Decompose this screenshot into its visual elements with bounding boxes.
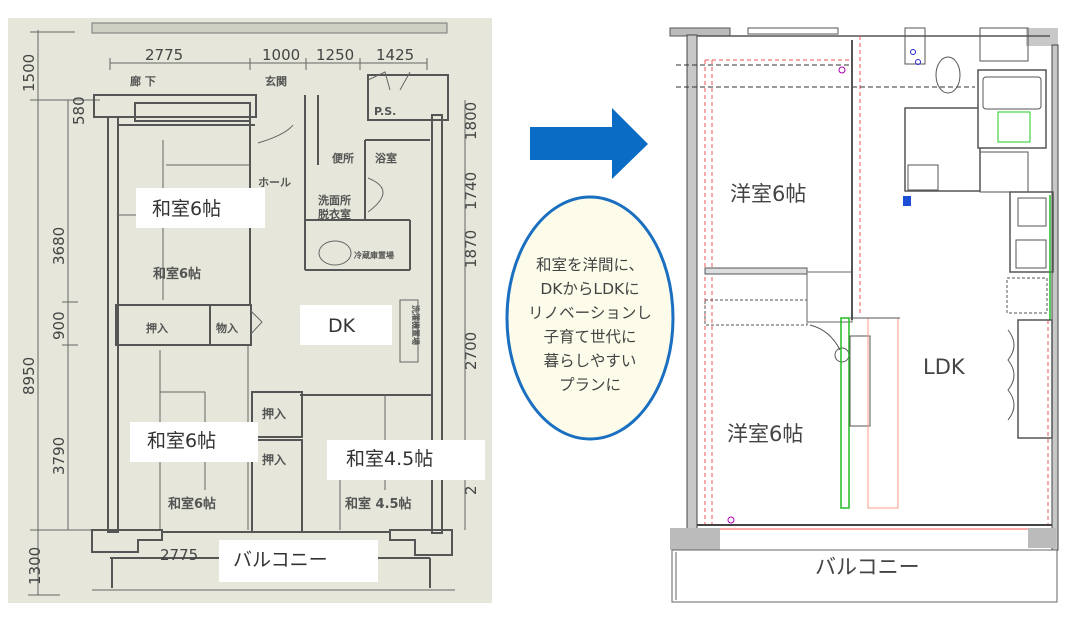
overlay-label-dk: DK — [328, 315, 356, 337]
dim-top-1: 2775 — [145, 46, 183, 64]
label-toilet: 便所 — [332, 151, 354, 165]
dim-left-5: 8950 — [20, 357, 38, 395]
label-room-c-original: 和室 4.5帖 — [345, 496, 412, 512]
dim-left-3: 3680 — [50, 227, 68, 265]
label-washer: 洗濯機置場 — [411, 305, 421, 345]
after-floor-plan: 洋室6帖 洋室6帖 LDK バルコニー — [669, 27, 1059, 603]
dim-left-7: 1300 — [26, 547, 44, 585]
callout-line-4: 子育て世代に — [543, 328, 636, 346]
dim-left-1: 1500 — [20, 54, 38, 92]
washer-icon — [318, 240, 352, 266]
dim-right-4: 2700 — [462, 332, 480, 370]
label-washroom-2: 脱衣室 — [318, 207, 351, 221]
dim-left-2: 580 — [70, 96, 88, 125]
outer-wall-left — [686, 34, 698, 551]
corridor-band — [91, 22, 448, 34]
overlay-label-room-c: 和室4.5帖 — [346, 448, 433, 470]
overlay-label-balcony: バルコニー — [233, 549, 328, 571]
callout-line-6: プランに — [559, 376, 621, 394]
toilet-icon — [935, 56, 961, 94]
callout-bubble: 和室を洋間に、 DKからLDKに リノベーションし 子育て世代に 暮らしやすい … — [505, 195, 675, 441]
overlay-label-room-a: 和室6帖 — [152, 198, 221, 220]
callout-line-3: リノベーションし — [528, 304, 652, 322]
before-floor-plan: 2775 1000 1250 1425 廊 下 玄関 1500 580 3680… — [8, 18, 492, 603]
outer-wall-right — [431, 114, 443, 534]
outer-wall-left — [107, 116, 119, 533]
overlay-label-room-b: 和室6帖 — [147, 430, 216, 452]
dim-right-2: 1740 — [462, 172, 480, 210]
callout-line-2: DKからLDKに — [540, 280, 639, 298]
label-entrance: 玄関 — [265, 74, 287, 88]
label-ps: P.S. — [374, 105, 396, 118]
outer-wall-right — [1051, 44, 1059, 551]
dim-right-5: 2 — [462, 485, 480, 495]
callout-line-5: 暮らしやすい — [544, 352, 637, 370]
label-room-a-original: 和室6帖 — [153, 266, 201, 282]
label-western-room-b: 洋室6帖 — [727, 422, 803, 446]
dim-left-4: 900 — [50, 311, 68, 340]
label-ldk: LDK — [923, 355, 966, 379]
overlay-box — [136, 188, 265, 228]
label-washroom-1: 洗面所 — [318, 193, 351, 207]
label-storage: 物入 — [216, 321, 238, 335]
callout-line-1: 和室を洋間に、 — [536, 256, 644, 274]
label-fridge: 冷蔵庫置場 — [354, 250, 394, 260]
dim-right-1: 1800 — [462, 102, 480, 140]
label-hall: ホール — [258, 176, 291, 189]
label-western-room-a: 洋室6帖 — [730, 182, 806, 206]
dim-bottom: 2775 — [160, 546, 198, 564]
right-arrow-icon — [530, 108, 648, 179]
label-room-b-original: 和室6帖 — [168, 496, 216, 512]
dim-left-6: 3790 — [50, 437, 68, 475]
label-balcony-after: バルコニー — [815, 555, 920, 579]
label-closet-a: 押入 — [146, 321, 168, 335]
dim-top-4: 1425 — [376, 46, 414, 64]
label-corridor: 廊 下 — [130, 74, 156, 88]
label-closet-c: 押入 — [262, 452, 286, 467]
label-bath: 浴室 — [375, 151, 397, 165]
label-closet-b: 押入 — [262, 406, 286, 421]
dim-top-2: 1000 — [262, 46, 300, 64]
dim-top-3: 1250 — [316, 46, 354, 64]
dim-right-3: 1870 — [462, 230, 480, 268]
